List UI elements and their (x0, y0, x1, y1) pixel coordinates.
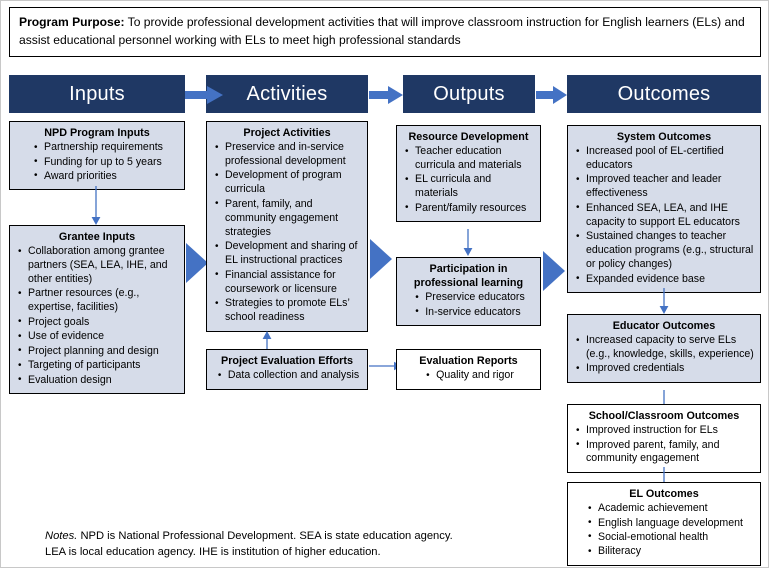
list-item: Parent/family resources (402, 201, 535, 216)
list-item: Project goals (15, 315, 179, 330)
list-item: Biliteracy (585, 545, 743, 559)
list-item: Data collection and analysis (215, 369, 359, 383)
node-school-classroom-outcomes: School/Classroom Outcomes Improved instr… (567, 404, 761, 473)
list-item: Improved teacher and leader effectivenes… (573, 173, 755, 201)
node-resource-development: Resource Development Teacher education c… (396, 125, 541, 223)
list-item: Project planning and design (15, 344, 179, 359)
list-item: Financial assistance for coursework or l… (212, 268, 362, 297)
node-system-outcomes-list: Increased pool of EL-certified educators… (573, 145, 755, 287)
column-header-outputs-label: Outputs (433, 82, 505, 105)
flow-arrow-outputs-to-outcomes (543, 251, 565, 291)
list-item: Funding for up to 5 years (31, 155, 163, 170)
list-item: Increased pool of EL-certified educators (573, 145, 755, 173)
column-header-activities-label: Activities (246, 82, 328, 105)
list-item: Parent, family, and community engagement… (212, 197, 362, 240)
header-arrow-inputs-to-activities (185, 86, 223, 104)
list-item: Evaluation design (15, 373, 179, 388)
list-item: Targeting of participants (15, 359, 179, 373)
node-system-outcomes-title: System Outcomes (616, 131, 712, 143)
list-item: Preservice and in-service professional d… (212, 141, 362, 169)
header-arrow-activities-to-outputs (369, 86, 407, 104)
list-item: Increased capacity to serve ELs (e.g., k… (573, 334, 755, 362)
column-header-outcomes: Outcomes (567, 75, 761, 113)
list-item: Development and sharing of EL instructio… (212, 240, 362, 268)
list-item: Social-emotional health (585, 530, 743, 545)
node-evaluation-reports-title: Evaluation Reports (419, 355, 518, 367)
node-educator-outcomes-list: Increased capacity to serve ELs (e.g., k… (573, 334, 755, 376)
node-project-activities: Project Activities Preservice and in-ser… (206, 121, 368, 332)
node-grantee-inputs: Grantee Inputs Collaboration among grant… (9, 225, 185, 395)
list-item: Collaboration among grantee partners (SE… (15, 245, 179, 287)
list-item: Improved instruction for ELs (573, 424, 755, 438)
list-item: Use of evidence (15, 330, 179, 344)
node-npd-program-inputs-list: Partnership requirements Funding for up … (31, 141, 163, 184)
node-project-evaluation-efforts: Project Evaluation Efforts Data collecti… (206, 349, 368, 390)
program-purpose-text: To provide professional development acti… (19, 15, 745, 47)
list-item: Teacher education curricula and material… (402, 145, 535, 173)
node-npd-program-inputs: NPD Program Inputs Partnership requireme… (9, 121, 185, 191)
list-item: In-service educators (412, 305, 525, 320)
list-item: Improved parent, family, and community e… (573, 438, 755, 467)
list-item: Partnership requirements (31, 141, 163, 155)
list-item: Strategies to promote ELs’ school readin… (212, 297, 362, 325)
node-grantee-inputs-list: Collaboration among grantee partners (SE… (15, 245, 179, 388)
node-evaluation-reports-list: Quality and rigor (423, 369, 514, 383)
node-school-classroom-outcomes-list: Improved instruction for ELs Improved pa… (573, 424, 755, 466)
list-item: Improved credentials (573, 362, 755, 376)
list-item: Expanded evidence base (573, 272, 755, 287)
node-resource-development-list: Teacher education curricula and material… (402, 145, 535, 216)
column-header-outputs: Outputs (403, 75, 535, 113)
connector-npd-to-grantee-inputs (89, 186, 103, 226)
list-item: Development of program curricula (212, 169, 362, 197)
list-item: Academic achievement (585, 502, 743, 516)
program-purpose-box: Program Purpose: To provide professional… (9, 7, 761, 58)
notes-label: Notes. (45, 530, 78, 542)
connector-resource-development-to-participation (461, 229, 475, 257)
column-header-inputs: Inputs (9, 75, 185, 113)
list-item: Enhanced SEA, LEA, and IHE capacity to s… (573, 201, 755, 230)
header-arrow-outputs-to-outcomes (536, 86, 574, 104)
list-item: English language development (585, 516, 743, 531)
list-item: Preservice educators (412, 291, 525, 305)
node-project-evaluation-efforts-list: Data collection and analysis (215, 369, 359, 383)
node-participation-professional-learning-title: Participation in professional learning (413, 263, 524, 290)
node-educator-outcomes-title: Educator Outcomes (612, 320, 716, 332)
column-header-outcomes-label: Outcomes (617, 82, 711, 105)
node-resource-development-title: Resource Development (408, 131, 529, 143)
column-header-activities: Activities (206, 75, 368, 113)
node-project-activities-list: Preservice and in-service professional d… (212, 141, 362, 325)
node-el-outcomes-list: Academic achievement English language de… (585, 502, 743, 560)
program-purpose-label: Program Purpose: (19, 15, 125, 29)
node-participation-professional-learning-list: Preservice educators In-service educator… (412, 291, 525, 320)
list-item: Quality and rigor (423, 369, 514, 383)
node-educator-outcomes: Educator Outcomes Increased capacity to … (567, 314, 761, 383)
connector-evaluation-to-activities (260, 331, 274, 351)
flow-arrow-inputs-to-activities (186, 243, 208, 283)
list-item: EL curricula and materials (402, 173, 535, 201)
node-npd-program-inputs-title: NPD Program Inputs (44, 127, 150, 139)
list-item: Sustained changes to teacher education p… (573, 230, 755, 272)
node-school-classroom-outcomes-title: School/Classroom Outcomes (588, 410, 740, 422)
list-item: Award priorities (31, 169, 163, 184)
node-project-evaluation-efforts-title: Project Evaluation Efforts (221, 355, 353, 367)
connector-system-to-educator-outcomes (657, 288, 671, 315)
notes: Notes. NPD is National Professional Deve… (45, 528, 465, 560)
column-header-inputs-label: Inputs (69, 82, 125, 105)
list-item: Partner resources (e.g., expertise, faci… (15, 287, 179, 315)
node-participation-professional-learning: Participation in professional learning P… (396, 257, 541, 326)
node-project-activities-title: Project Activities (243, 127, 331, 139)
node-el-outcomes-title: EL Outcomes (629, 488, 699, 500)
notes-text: NPD is National Professional Development… (45, 530, 453, 559)
node-grantee-inputs-title: Grantee Inputs (58, 231, 136, 243)
node-el-outcomes: EL Outcomes Academic achievement English… (567, 482, 761, 566)
node-evaluation-reports: Evaluation Reports Quality and rigor (396, 349, 541, 390)
flow-arrow-activities-to-outputs (370, 239, 392, 279)
node-system-outcomes: System Outcomes Increased pool of EL-cer… (567, 125, 761, 294)
